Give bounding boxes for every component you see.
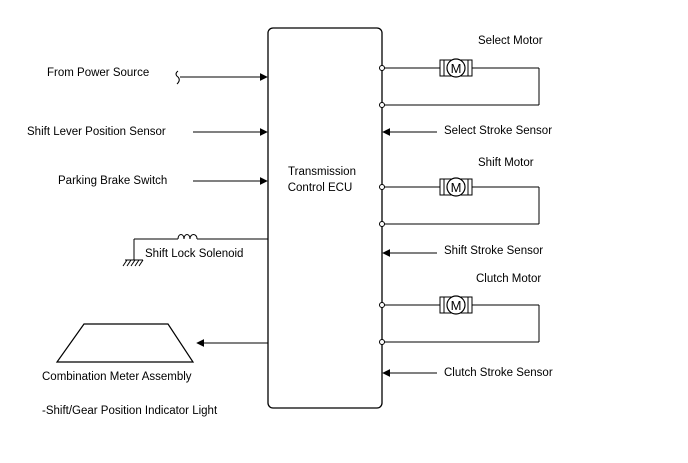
ground-icon: [122, 259, 144, 267]
ecu-label-line2: Control ECU: [288, 182, 353, 194]
ecu-label-line1: Transmission: [288, 166, 356, 178]
select-motor-circuit: [379, 65, 540, 108]
parking-brake-switch-label: Parking Brake Switch: [58, 175, 167, 187]
solenoid-coil-icon: [177, 234, 198, 240]
shift-lock-solenoid-circuit: [122, 234, 268, 267]
select-stroke-sensor-label: Select Stroke Sensor: [444, 125, 552, 137]
select-motor-label: Select Motor: [478, 35, 543, 47]
combination-meter-icon: [55, 323, 195, 363]
clutch-motor-symbol: M: [451, 298, 462, 313]
shift-stroke-sensor-label: Shift Stroke Sensor: [444, 245, 543, 257]
shift-motor-icon: M: [439, 177, 473, 197]
select-motor-icon: M: [439, 58, 473, 78]
clutch-motor-icon: M: [439, 295, 473, 315]
shift-lever-sensor-label: Shift Lever Position Sensor: [27, 126, 166, 138]
indicator-light-label: -Shift/Gear Position Indicator Light: [42, 405, 218, 417]
clutch-stroke-sensor-label: Clutch Stroke Sensor: [444, 367, 553, 379]
select-motor-symbol: M: [451, 61, 462, 76]
shift-motor-circuit: [379, 184, 540, 227]
combination-meter-label: Combination Meter Assembly: [42, 371, 192, 383]
shift-motor-label: Shift Motor: [478, 157, 534, 169]
shift-motor-symbol: M: [451, 180, 462, 195]
shift-lock-solenoid-label: Shift Lock Solenoid: [145, 248, 243, 260]
power-source-squiggle: [175, 70, 180, 85]
power-source-label: From Power Source: [47, 67, 149, 79]
clutch-motor-circuit: [379, 302, 540, 345]
ecu-block: [267, 27, 383, 409]
clutch-motor-label: Clutch Motor: [476, 273, 541, 285]
